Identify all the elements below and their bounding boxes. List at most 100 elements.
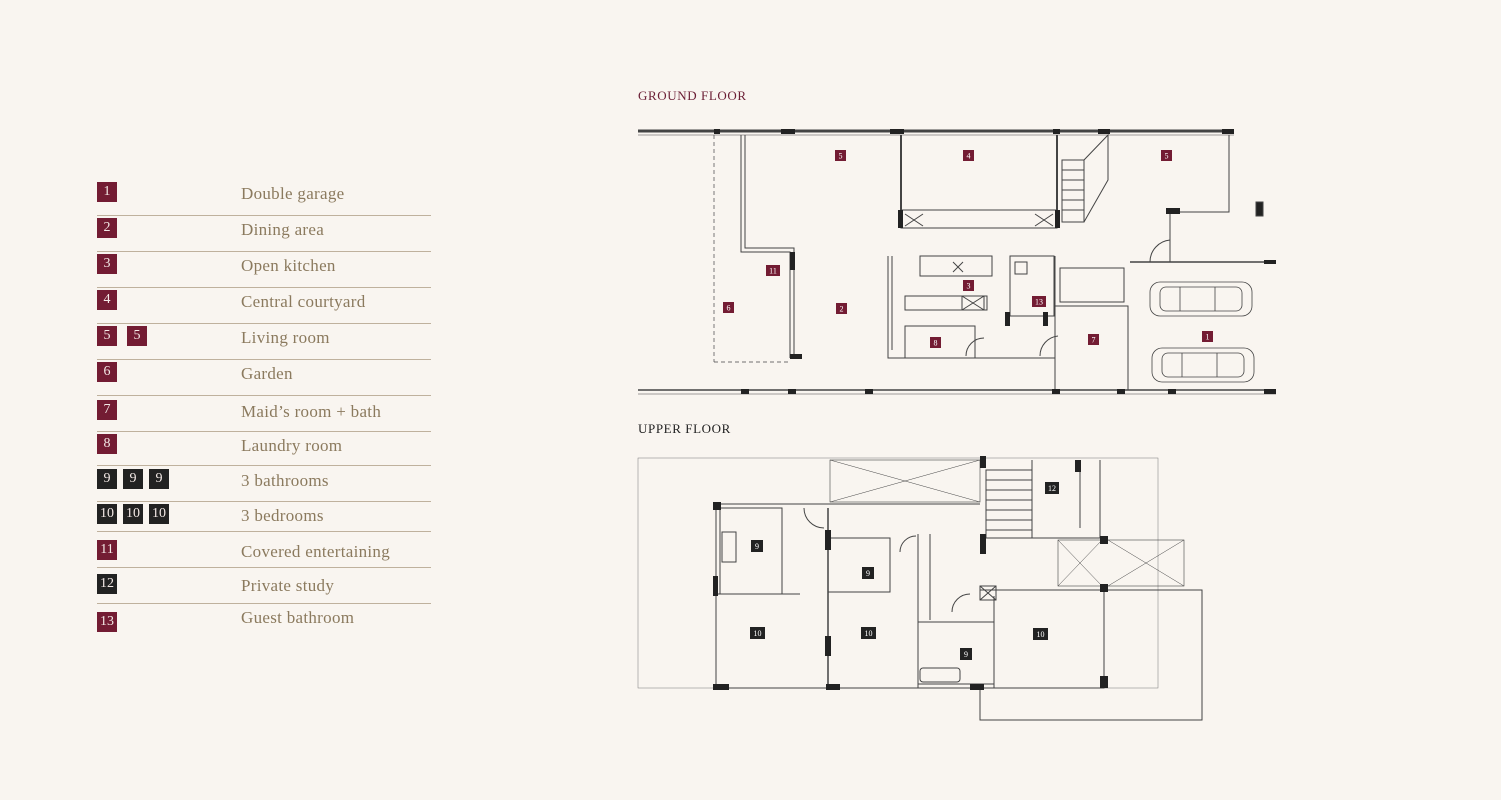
legend-divider [97, 395, 431, 396]
room-tag-living-left: 5 [835, 150, 846, 161]
legend-divider [97, 431, 431, 432]
room-tag-bath-middle: 9 [862, 567, 874, 579]
legend-label: Double garage [241, 184, 345, 203]
legend-badge: 4 [97, 290, 117, 310]
legend-badge: 5 [97, 326, 117, 346]
room-tag-dining: 2 [836, 303, 847, 314]
svg-text:11: 11 [769, 267, 777, 276]
svg-text:3: 3 [967, 282, 971, 291]
legend-row-laundry-room: 8 Laundry room [97, 432, 431, 468]
legend-label: 3 bedrooms [241, 506, 324, 525]
legend-row-bathrooms: 9 9 9 3 bathrooms [97, 467, 431, 503]
ground-room-tags: 5 4 5 11 3 13 6 2 8 7 1 [723, 150, 1213, 348]
legend-divider [97, 531, 431, 532]
legend-divider [97, 323, 431, 324]
legend-divider [97, 251, 431, 252]
svg-text:4: 4 [967, 152, 971, 161]
room-tag-bath-right: 9 [960, 648, 972, 660]
room-tag-study: 12 [1045, 482, 1059, 494]
legend-row-living-room: 5 5 Living room [97, 324, 431, 360]
legend-divider [97, 603, 431, 604]
legend-divider [97, 215, 431, 216]
room-tag-bath-left: 9 [751, 540, 763, 552]
legend-badges: 7 [97, 400, 117, 420]
room-tag-living-right: 5 [1161, 150, 1172, 161]
legend-badge: 10 [149, 504, 169, 524]
car-icon [1149, 281, 1253, 317]
legend-row-double-garage: 1 Double garage [97, 180, 431, 216]
room-tag-garden: 6 [723, 302, 734, 313]
upper-floor-title: UPPER FLOOR [638, 421, 731, 436]
legend-row-bedrooms: 10 10 10 3 bedrooms [97, 502, 431, 538]
upper-room-tags: 12 9 9 10 10 10 9 [750, 482, 1059, 660]
legend-badges: 5 5 [97, 326, 147, 346]
legend-divider [97, 567, 431, 568]
legend-row-covered-entertaining: 11 Covered entertaining [97, 538, 431, 574]
legend-divider [97, 359, 431, 360]
legend-badge: 8 [97, 434, 117, 454]
legend-badges: 6 [97, 362, 117, 382]
legend-row-garden: 6 Garden [97, 360, 431, 396]
legend-badges: 2 [97, 218, 117, 238]
legend-badge: 10 [97, 504, 117, 524]
legend-badge: 10 [123, 504, 143, 524]
svg-text:13: 13 [1035, 298, 1043, 307]
legend-badges: 1 [97, 182, 117, 202]
legend-label: Garden [241, 364, 293, 383]
legend-row-open-kitchen: 3 Open kitchen [97, 252, 431, 288]
room-tag-garage: 1 [1202, 331, 1213, 342]
car-icon [1151, 347, 1255, 383]
svg-text:9: 9 [755, 542, 759, 551]
legend-badge: 7 [97, 400, 117, 420]
room-tag-maids-room: 7 [1088, 334, 1099, 345]
room-tag-guest-bath: 13 [1032, 296, 1046, 307]
legend-badge: 9 [123, 469, 143, 489]
legend-badges: 8 [97, 434, 117, 454]
legend-label: Maid’s room + bath [241, 402, 382, 421]
legend-row-maids-room: 7 Maid’s room + bath [97, 398, 431, 434]
room-tag-bedroom-left: 10 [750, 627, 765, 639]
legend-badges: 13 [97, 608, 117, 632]
room-tag-covered-entertaining: 11 [766, 265, 780, 276]
legend-label: Laundry room [241, 436, 343, 455]
legend-badge: 1 [97, 182, 117, 202]
ground-floor-plan [638, 129, 1276, 395]
legend-badge: 12 [97, 574, 117, 594]
upper-floor-plan [637, 456, 1203, 721]
svg-text:10: 10 [754, 629, 762, 638]
legend-badge: 5 [127, 326, 147, 346]
legend-label: Dining area [241, 220, 325, 239]
legend-badge: 2 [97, 218, 117, 238]
svg-text:7: 7 [1092, 336, 1096, 345]
legend-label: Living room [241, 328, 330, 347]
legend-row-guest-bathroom: 13 Guest bathroom [97, 606, 431, 642]
legend-badge: 9 [97, 469, 117, 489]
room-tag-bedroom-middle: 10 [861, 627, 876, 639]
svg-text:6: 6 [727, 304, 731, 313]
legend-label: Private study [241, 576, 335, 595]
legend-divider [97, 501, 431, 502]
svg-text:5: 5 [839, 152, 843, 161]
svg-text:8: 8 [934, 339, 938, 348]
room-tag-kitchen: 3 [963, 280, 974, 291]
legend-badge: 11 [97, 540, 117, 560]
legend-badges: 10 10 10 [97, 504, 169, 524]
legend-badge: 6 [97, 362, 117, 382]
svg-text:2: 2 [840, 305, 844, 314]
svg-text:10: 10 [1037, 630, 1045, 639]
legend-badge: 13 [97, 612, 117, 632]
legend-label: Covered entertaining [241, 542, 391, 561]
room-tag-bedroom-right: 10 [1033, 628, 1048, 640]
svg-text:12: 12 [1048, 484, 1056, 493]
legend-badges: 3 [97, 254, 117, 274]
svg-text:5: 5 [1165, 152, 1169, 161]
legend-badge: 9 [149, 469, 169, 489]
legend-label: 3 bathrooms [241, 471, 329, 490]
svg-text:9: 9 [964, 650, 968, 659]
legend-badges: 9 9 9 [97, 469, 169, 489]
legend-label: Guest bathroom [241, 608, 355, 627]
legend-badges: 11 [97, 540, 117, 560]
svg-text:1: 1 [1206, 333, 1210, 342]
svg-text:10: 10 [865, 629, 873, 638]
